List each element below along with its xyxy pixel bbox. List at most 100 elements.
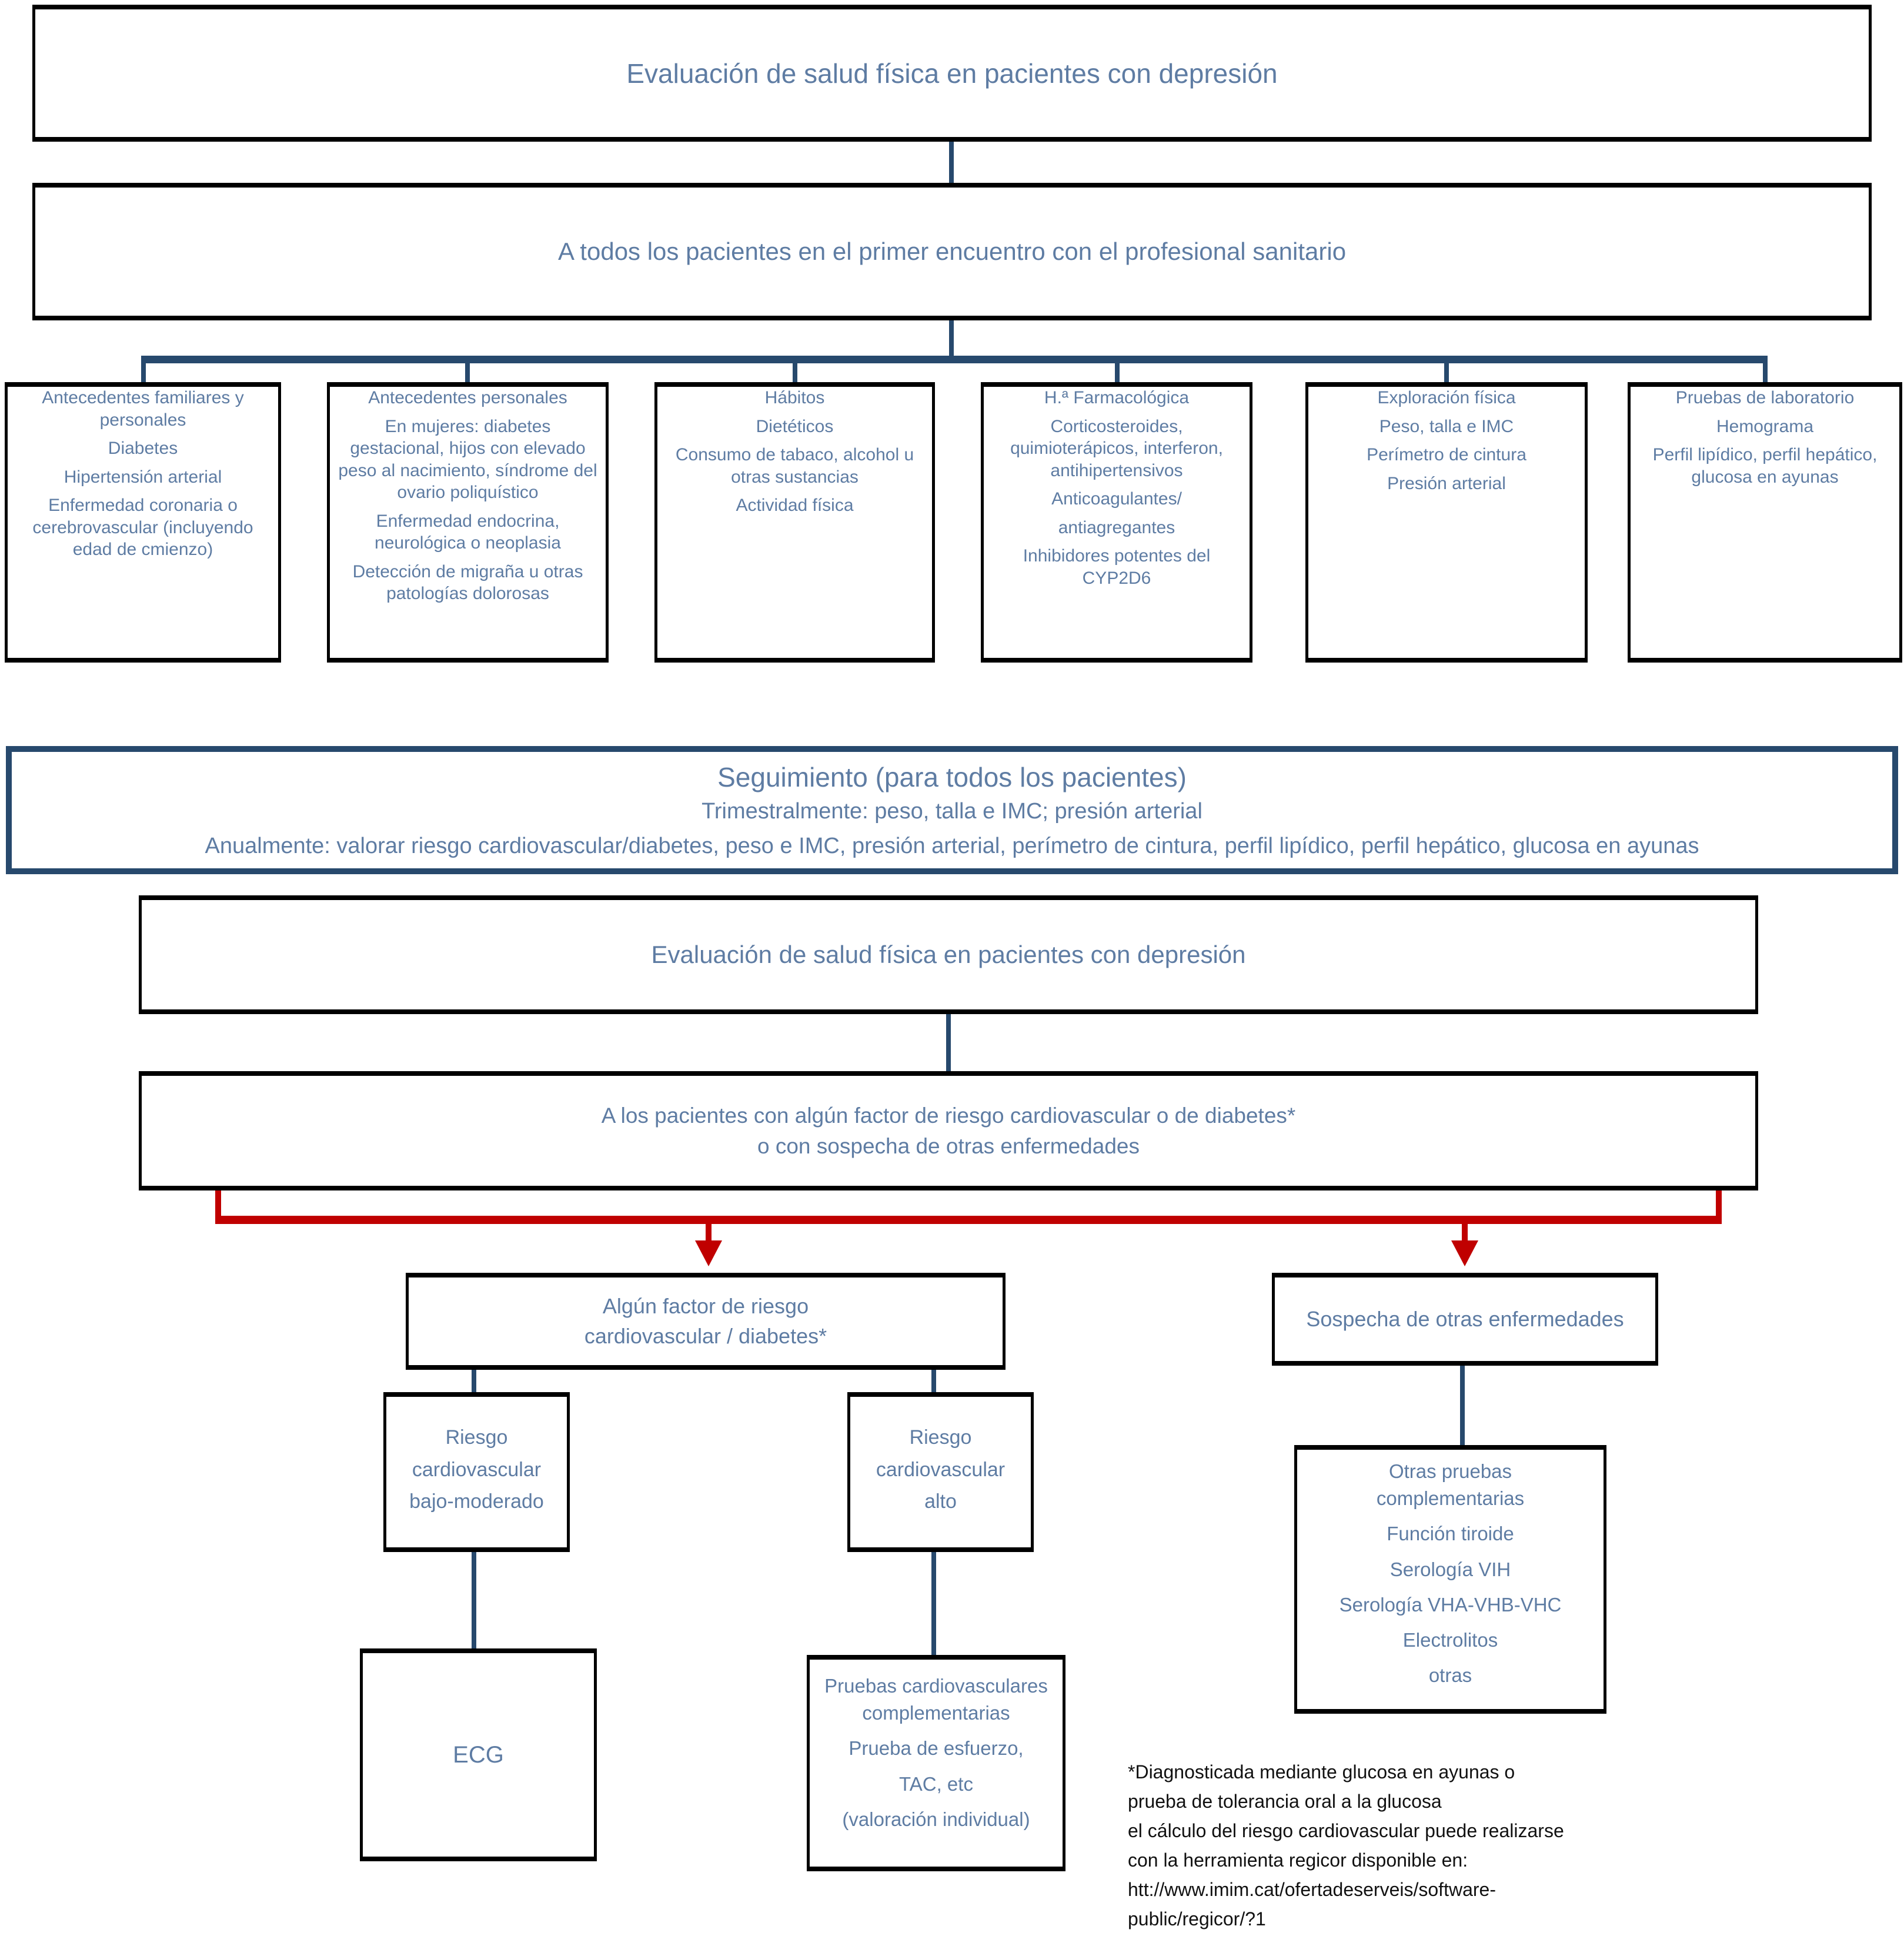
connector-intro-bar xyxy=(949,320,954,356)
cardio-tests-box: Pruebas cardiovasculares complementarias… xyxy=(807,1655,1065,1871)
seguimiento-anual: Anualmente: valorar riesgo cardiovascula… xyxy=(205,834,1699,858)
risk-factor-line-1: Algún factor de riesgo xyxy=(602,1294,809,1319)
text-line: cardiovascular xyxy=(412,1458,542,1481)
second-title-box: Evaluación de salud física en pacientes … xyxy=(139,895,1758,1014)
cardio-tests-items: Pruebas cardiovasculares complementarias… xyxy=(824,1673,1048,1833)
title-box: Evaluación de salud física en pacientes … xyxy=(32,5,1872,142)
text-line: Anticoagulantes/ xyxy=(1051,489,1182,509)
text-line: Serología VIH xyxy=(1389,1558,1511,1580)
text-line: *Diagnosticada mediante glucosa en ayuna… xyxy=(1128,1761,1515,1782)
text-line: Electrolitos xyxy=(1402,1628,1498,1651)
box-items: Corticosteroides, quimioterápicos, inter… xyxy=(992,416,1241,590)
footnote: *Diagnosticada mediante glucosa en ayuna… xyxy=(1128,1758,1904,1933)
text-line: Enfermedad coronaria o cerebrovascular (… xyxy=(32,496,253,559)
red-bracket-bar xyxy=(215,1216,1722,1224)
text-line: Serología VHA-VHB-VHC xyxy=(1339,1593,1562,1616)
text-line: Inhibidores potentes del CYP2D6 xyxy=(1023,546,1211,588)
text-line: En mujeres: diabetes gestacional, hijos … xyxy=(338,416,597,503)
text-line: Enfermedad endocrina, neurológica o neop… xyxy=(375,511,561,553)
text-line: Dietéticos xyxy=(756,416,834,436)
stub-1 xyxy=(141,362,146,383)
box-title: H.ª Farmacológica xyxy=(1044,388,1190,407)
text-line: Consumo de tabaco, alcohol u otras susta… xyxy=(675,445,914,487)
intro-text: A todos los pacientes en el primer encue… xyxy=(557,238,1347,265)
red-arrow-shaft-left xyxy=(706,1224,712,1242)
risk-low-lines: Riesgo cardiovascular bajo-moderado xyxy=(409,1424,544,1520)
box-title: Antecedentes familiares y personales xyxy=(42,388,244,430)
text-line: Detección de migraña u otras patologías … xyxy=(352,561,583,604)
box-title: Antecedentes personales xyxy=(368,388,567,407)
box-antecedentes-familiares: Antecedentes familiares y personales Dia… xyxy=(5,382,281,663)
intro-box: A todos los pacientes en el primer encue… xyxy=(32,183,1872,320)
stub-5 xyxy=(1444,362,1449,383)
text-line: Riesgo xyxy=(445,1426,508,1449)
text-line: Actividad física xyxy=(736,496,854,515)
risk-low-box: Riesgo cardiovascular bajo-moderado xyxy=(383,1392,570,1552)
box-title: Pruebas de laboratorio xyxy=(1675,388,1855,407)
text-line: Perfil lipídico, perfil hepático, glucos… xyxy=(1652,445,1878,487)
text-line: TAC, etc xyxy=(899,1773,973,1795)
seguimiento-title: Seguimiento (para todos los pacientes) xyxy=(717,762,1187,792)
text-line: Prueba de esfuerzo, xyxy=(849,1737,1024,1760)
connector-second xyxy=(946,1014,951,1071)
stub-4 xyxy=(1115,362,1120,383)
red-bracket-left xyxy=(215,1190,221,1220)
red-bracket-right xyxy=(1716,1190,1722,1220)
red-arrow-icon-left xyxy=(695,1240,722,1266)
text-line: prueba de tolerancia oral a la glucosa xyxy=(1128,1790,1442,1812)
risk-factor-box: Algún factor de riesgo cardiovascular / … xyxy=(406,1273,1006,1370)
suspicion-label: Sospecha de otras enfermedades xyxy=(1306,1306,1624,1331)
box-antecedentes-personales: Antecedentes personales En mujeres: diab… xyxy=(327,382,609,663)
red-arrow-shaft-right xyxy=(1462,1224,1468,1242)
connector-risk-low xyxy=(472,1370,476,1392)
ecg-label: ECG xyxy=(453,1741,504,1768)
text-line: Función tiroide xyxy=(1387,1523,1514,1545)
text-line: Hipertensión arterial xyxy=(64,467,222,487)
target-box: A los pacientes con algún factor de ries… xyxy=(139,1071,1758,1190)
seguimiento-trimestral: Trimestralmente: peso, talla e IMC; pres… xyxy=(702,799,1202,824)
page-title: Evaluación de salud física en pacientes … xyxy=(626,58,1278,89)
connector-ecg xyxy=(472,1552,476,1648)
text-line: Otras pruebas complementarias xyxy=(1376,1460,1525,1510)
text-line: (valoración individual) xyxy=(842,1808,1030,1830)
text-line: public/regicor/?1 xyxy=(1128,1908,1266,1929)
stub-2 xyxy=(465,362,470,383)
footnote-lines: *Diagnosticada mediante glucosa en ayuna… xyxy=(1128,1758,1904,1933)
distribution-bar xyxy=(141,356,1768,363)
text-line: htt://www.imim.cat/ofertadeserveis/softw… xyxy=(1128,1878,1496,1900)
text-line: Corticosteroides, quimioterápicos, inter… xyxy=(1010,416,1223,480)
risk-high-box: Riesgo cardiovascular alto xyxy=(847,1392,1034,1552)
text-line: otras xyxy=(1428,1664,1472,1687)
box-title: Hábitos xyxy=(764,388,825,407)
text-line: bajo-moderado xyxy=(409,1490,544,1513)
text-line: Perímetro de cintura xyxy=(1367,445,1526,464)
target-line-1: A los pacientes con algún factor de ries… xyxy=(601,1103,1296,1128)
text-line: cardiovascular xyxy=(876,1458,1006,1481)
text-line: Peso, talla e IMC xyxy=(1379,416,1514,436)
text-line: antiagregantes xyxy=(1058,517,1175,537)
text-line: alto xyxy=(924,1490,957,1513)
risk-high-lines: Riesgo cardiovascular alto xyxy=(876,1424,1005,1520)
text-line: Pruebas cardiovasculares complementarias xyxy=(824,1675,1048,1724)
connector-risk-high xyxy=(931,1370,936,1392)
seguimiento-box: Seguimiento (para todos los pacientes) T… xyxy=(6,746,1898,874)
suspicion-box: Sospecha de otras enfermedades xyxy=(1272,1273,1658,1366)
connector-title-intro xyxy=(949,142,954,183)
red-arrow-icon-right xyxy=(1451,1240,1478,1266)
text-line: Presión arterial xyxy=(1387,473,1506,493)
text-line: Riesgo xyxy=(909,1426,972,1449)
second-title: Evaluación de salud física en pacientes … xyxy=(651,941,1246,968)
ecg-box: ECG xyxy=(360,1648,597,1861)
stub-6 xyxy=(1763,362,1768,383)
text-line: Hemograma xyxy=(1716,416,1814,436)
box-historia-farmacologica: H.ª Farmacológica Corticosteroides, quim… xyxy=(981,382,1252,663)
box-title: Exploración física xyxy=(1377,388,1516,407)
